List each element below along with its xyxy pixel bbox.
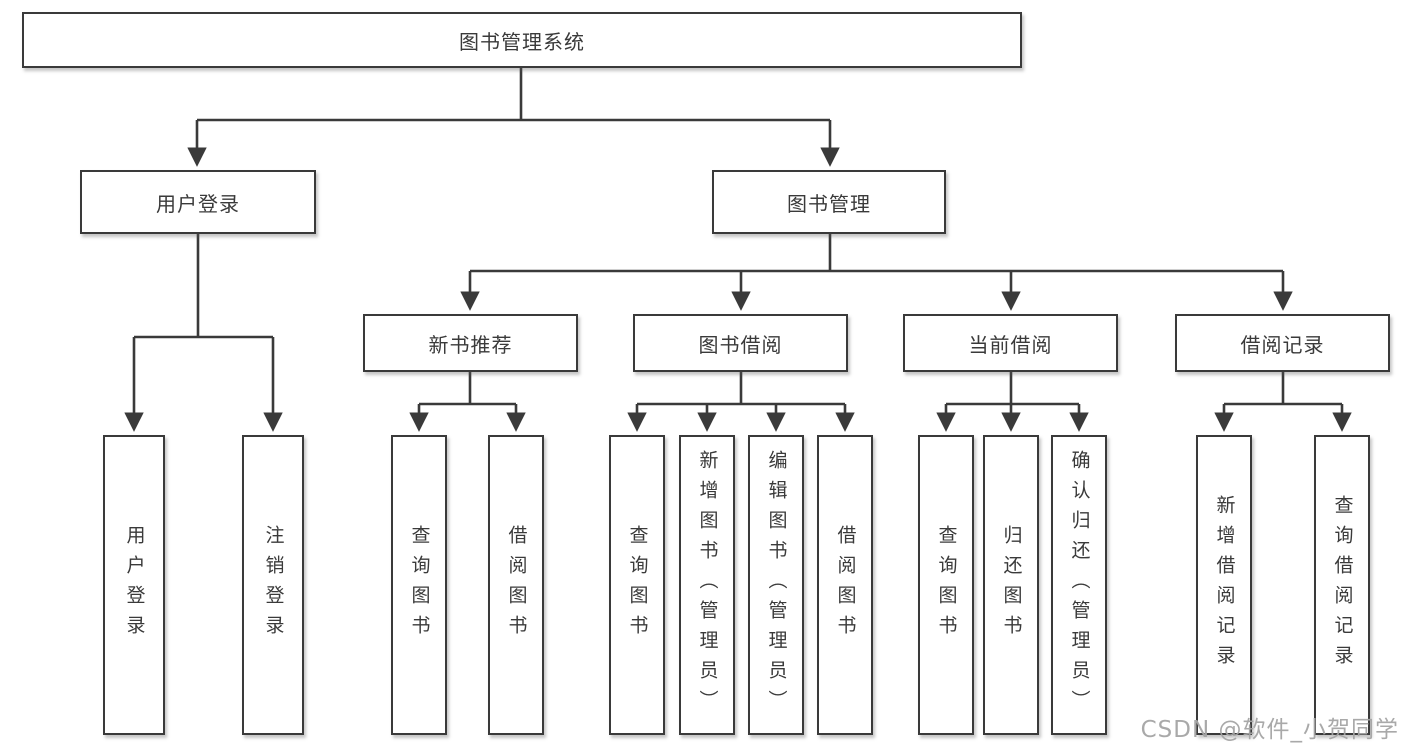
leaf-records-query-record-label: 查询借阅记录 xyxy=(1331,495,1354,675)
leaf-newbook-borrow-books: 借阅图书 xyxy=(488,435,544,735)
node-book-management: 图书管理 xyxy=(712,170,946,234)
leaf-current-return-books-label: 归还图书 xyxy=(1000,525,1023,645)
node-user-login: 用户登录 xyxy=(80,170,316,234)
leaf-borrowing-edit-books-admin: 编辑图书（管理员） xyxy=(748,435,804,735)
leaf-current-return-books: 归还图书 xyxy=(983,435,1039,735)
node-book-borrowing: 图书借阅 xyxy=(633,314,848,372)
leaf-newbook-borrow-books-label: 借阅图书 xyxy=(505,525,528,645)
node-book-borrowing-label: 图书借阅 xyxy=(698,332,783,357)
leaf-borrowing-query-books: 查询图书 xyxy=(609,435,665,735)
node-user-login-label: 用户登录 xyxy=(156,191,240,216)
node-new-book-recommend-label: 新书推荐 xyxy=(428,332,513,357)
leaf-current-query-books-label: 查询图书 xyxy=(935,525,958,645)
node-book-management-label: 图书管理 xyxy=(787,191,871,216)
leaf-current-confirm-return-admin-label: 确认归还（管理员） xyxy=(1068,450,1091,720)
csdn-watermark: CSDN @软件_小贺同学 xyxy=(1140,717,1399,743)
node-current-borrowing: 当前借阅 xyxy=(903,314,1118,372)
node-root-label: 图书管理系统 xyxy=(459,29,585,54)
leaf-borrowing-borrow-books: 借阅图书 xyxy=(817,435,873,735)
leaf-user-login-label: 用户登录 xyxy=(123,525,146,645)
leaf-logout-label: 注销登录 xyxy=(262,525,285,645)
leaf-user-login: 用户登录 xyxy=(103,435,165,735)
leaf-newbook-query-books-label: 查询图书 xyxy=(408,525,431,645)
leaf-borrowing-query-books-label: 查询图书 xyxy=(626,525,649,645)
leaf-newbook-query-books: 查询图书 xyxy=(391,435,447,735)
node-current-borrowing-label: 当前借阅 xyxy=(968,332,1053,357)
leaf-records-query-record: 查询借阅记录 xyxy=(1314,435,1370,735)
node-borrowing-records: 借阅记录 xyxy=(1175,314,1390,372)
leaf-records-add-record-label: 新增借阅记录 xyxy=(1213,495,1236,675)
leaf-current-confirm-return-admin: 确认归还（管理员） xyxy=(1051,435,1107,735)
leaf-logout: 注销登录 xyxy=(242,435,304,735)
node-borrowing-records-label: 借阅记录 xyxy=(1240,332,1325,357)
leaf-current-query-books: 查询图书 xyxy=(918,435,974,735)
leaf-borrowing-add-books-admin-label: 新增图书（管理员） xyxy=(696,450,719,720)
node-root: 图书管理系统 xyxy=(22,12,1022,68)
leaf-records-add-record: 新增借阅记录 xyxy=(1196,435,1252,735)
leaf-borrowing-borrow-books-label: 借阅图书 xyxy=(834,525,857,645)
leaf-borrowing-add-books-admin: 新增图书（管理员） xyxy=(679,435,735,735)
leaf-borrowing-edit-books-admin-label: 编辑图书（管理员） xyxy=(765,450,788,720)
node-new-book-recommend: 新书推荐 xyxy=(363,314,578,372)
